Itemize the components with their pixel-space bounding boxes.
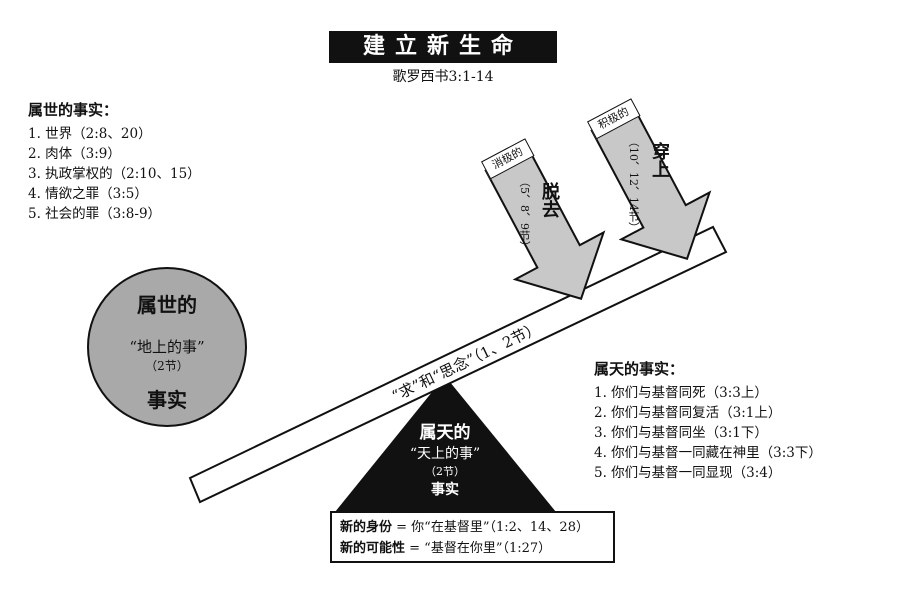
worldly-circle: 属世的 “地上的事” （2节） 事实	[87, 267, 247, 427]
new-identity-box: 新的身份 = 你“在基督里”（1:2、14、28） 新的可能性 = “基督在你里…	[330, 511, 615, 563]
list-item: 1. 世界（2:8、20）	[28, 126, 152, 142]
list-item: 3. 执政掌权的（2:10、15）	[28, 166, 201, 182]
heaven-facts-heading: 属天的事实：	[594, 360, 685, 378]
possibility-label: 新的可能性	[340, 541, 406, 556]
heaven-facts-list: 属天的事实： 1. 你们与基督同死（3:3上） 2. 你们与基督同复活（3:1上…	[594, 358, 822, 483]
diagram-title: 建立新生命	[329, 31, 557, 63]
put-off-arrow: 消极的	[455, 124, 632, 326]
world-facts-list: 属世的事实： 1. 世界（2:8、20） 2. 肉体（3:9） 3. 执政掌权的…	[28, 99, 201, 224]
put-on-arrow: 积极的	[561, 84, 738, 286]
triangle-verse: （2节）	[425, 465, 465, 478]
scripture-reference: 歌罗西书3:1-14	[392, 69, 494, 85]
possibility-text: = “基督在你里”（1:27）	[405, 541, 552, 556]
put-off-label: 脱去	[539, 182, 560, 218]
list-item: 4. 你们与基督一同藏在神里（3:3下）	[594, 445, 822, 461]
identity-text: = 你“在基督里”（1:2、14、28）	[392, 520, 589, 535]
list-item: 2. 肉体（3:9）	[28, 146, 121, 162]
seesaw-board	[188, 225, 728, 504]
list-item: 3. 你们与基督同坐（3:1下）	[594, 425, 768, 441]
list-item: 5. 社会的罪（3:8-9）	[28, 206, 162, 222]
circle-bottom-label: 事实	[147, 388, 187, 412]
triangle-top-label: 属天的	[419, 423, 471, 443]
world-facts-heading: 属世的事实：	[28, 101, 119, 119]
put-on-label: 穿上	[649, 142, 670, 178]
triangle-bottom-label: 事实	[431, 482, 459, 498]
identity-label: 新的身份	[340, 520, 393, 535]
put-on-verses: （10、12、14节）	[627, 136, 640, 233]
circle-verse: （2节）	[145, 359, 189, 373]
circle-top-label: 属世的	[137, 293, 197, 317]
list-item: 2. 你们与基督同复活（3:1上）	[594, 405, 782, 421]
list-item: 5. 你们与基督一同显现（3:4）	[594, 465, 782, 481]
circle-middle-label: “地上的事”	[129, 338, 205, 356]
heavenly-triangle-text: 属天的 “天上的事” （2节） 事实	[385, 418, 505, 499]
fulcrum-triangle	[335, 376, 556, 512]
list-item: 4. 情欲之罪（3:5）	[28, 186, 148, 202]
put-off-verses: （5、8、9节）	[518, 176, 531, 252]
list-item: 1. 你们与基督同死（3:3上）	[594, 385, 768, 401]
triangle-middle-label: “天上的事”	[409, 446, 481, 462]
